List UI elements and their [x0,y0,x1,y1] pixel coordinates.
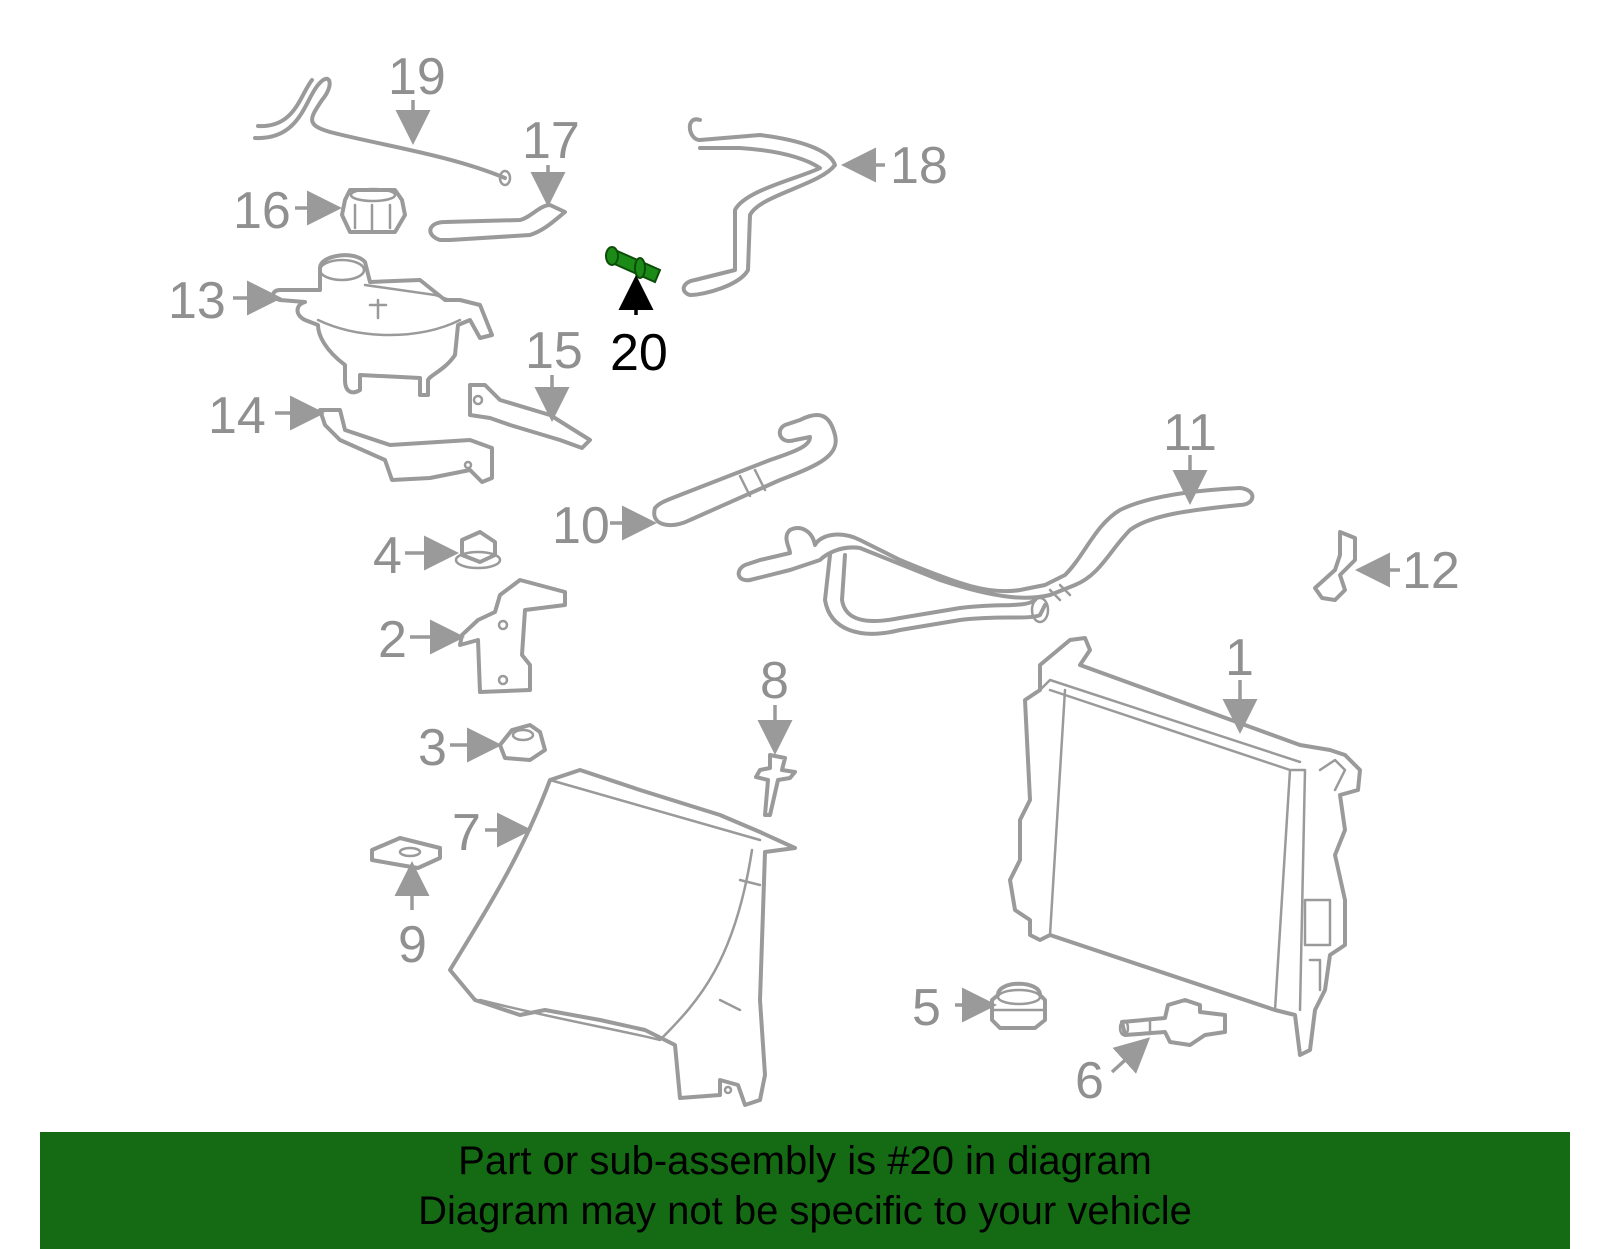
callout-18: 18 [890,137,948,195]
callout-20: 20 [610,324,668,382]
callout-2: 2 [378,611,407,669]
part-17-hose [428,203,567,242]
callout-6: 6 [1075,1052,1104,1110]
callout-10: 10 [552,497,610,555]
banner-line-2: Diagram may not be specific to your vehi… [418,1189,1192,1233]
part-14-bracket [318,408,494,484]
callout-4: 4 [373,527,402,585]
part-8-pushpin [754,753,797,817]
part-7-shroud [448,768,797,1107]
part-2-bracket [458,578,567,694]
part-3-grommet [498,723,547,762]
callout-13: 13 [168,272,226,330]
callout-3: 3 [418,719,447,777]
banner-line-1: Part or sub-assembly is #20 in diagram [458,1139,1152,1183]
parts-diagram: 19 17 18 20 16 13 15 [168,48,1460,1110]
part-19-hose [253,76,512,187]
info-banner: Part or sub-assembly is #20 in diagram D… [40,1132,1570,1249]
callout-15: 15 [525,322,583,380]
leader-6 [1110,1037,1151,1074]
callout-9: 9 [398,916,427,974]
callout-16: 16 [233,182,291,240]
callout-19: 19 [388,48,446,106]
part-16-cap [340,187,407,234]
part-12-sensor [1313,530,1357,602]
callout-7: 7 [452,804,481,862]
part-18-hose [681,117,837,297]
part-20-connector [605,246,662,284]
part-13-reservoir [271,253,494,397]
part-11-hose [736,486,1255,636]
callout-14: 14 [208,387,266,445]
callout-17: 17 [522,112,580,170]
part-5-plug [990,981,1047,1030]
part-4-nut [454,530,502,570]
part-9-clip [370,836,442,870]
callout-1: 1 [1225,629,1254,687]
part-1-radiator [1008,636,1362,1057]
callout-5: 5 [912,979,941,1037]
callout-12: 12 [1402,542,1460,600]
part-15-bracket [468,383,592,450]
part-6-sensor [1118,998,1227,1047]
callout-11: 11 [1163,404,1217,462]
part-10-hose [652,413,838,528]
callout-8: 8 [760,652,789,710]
